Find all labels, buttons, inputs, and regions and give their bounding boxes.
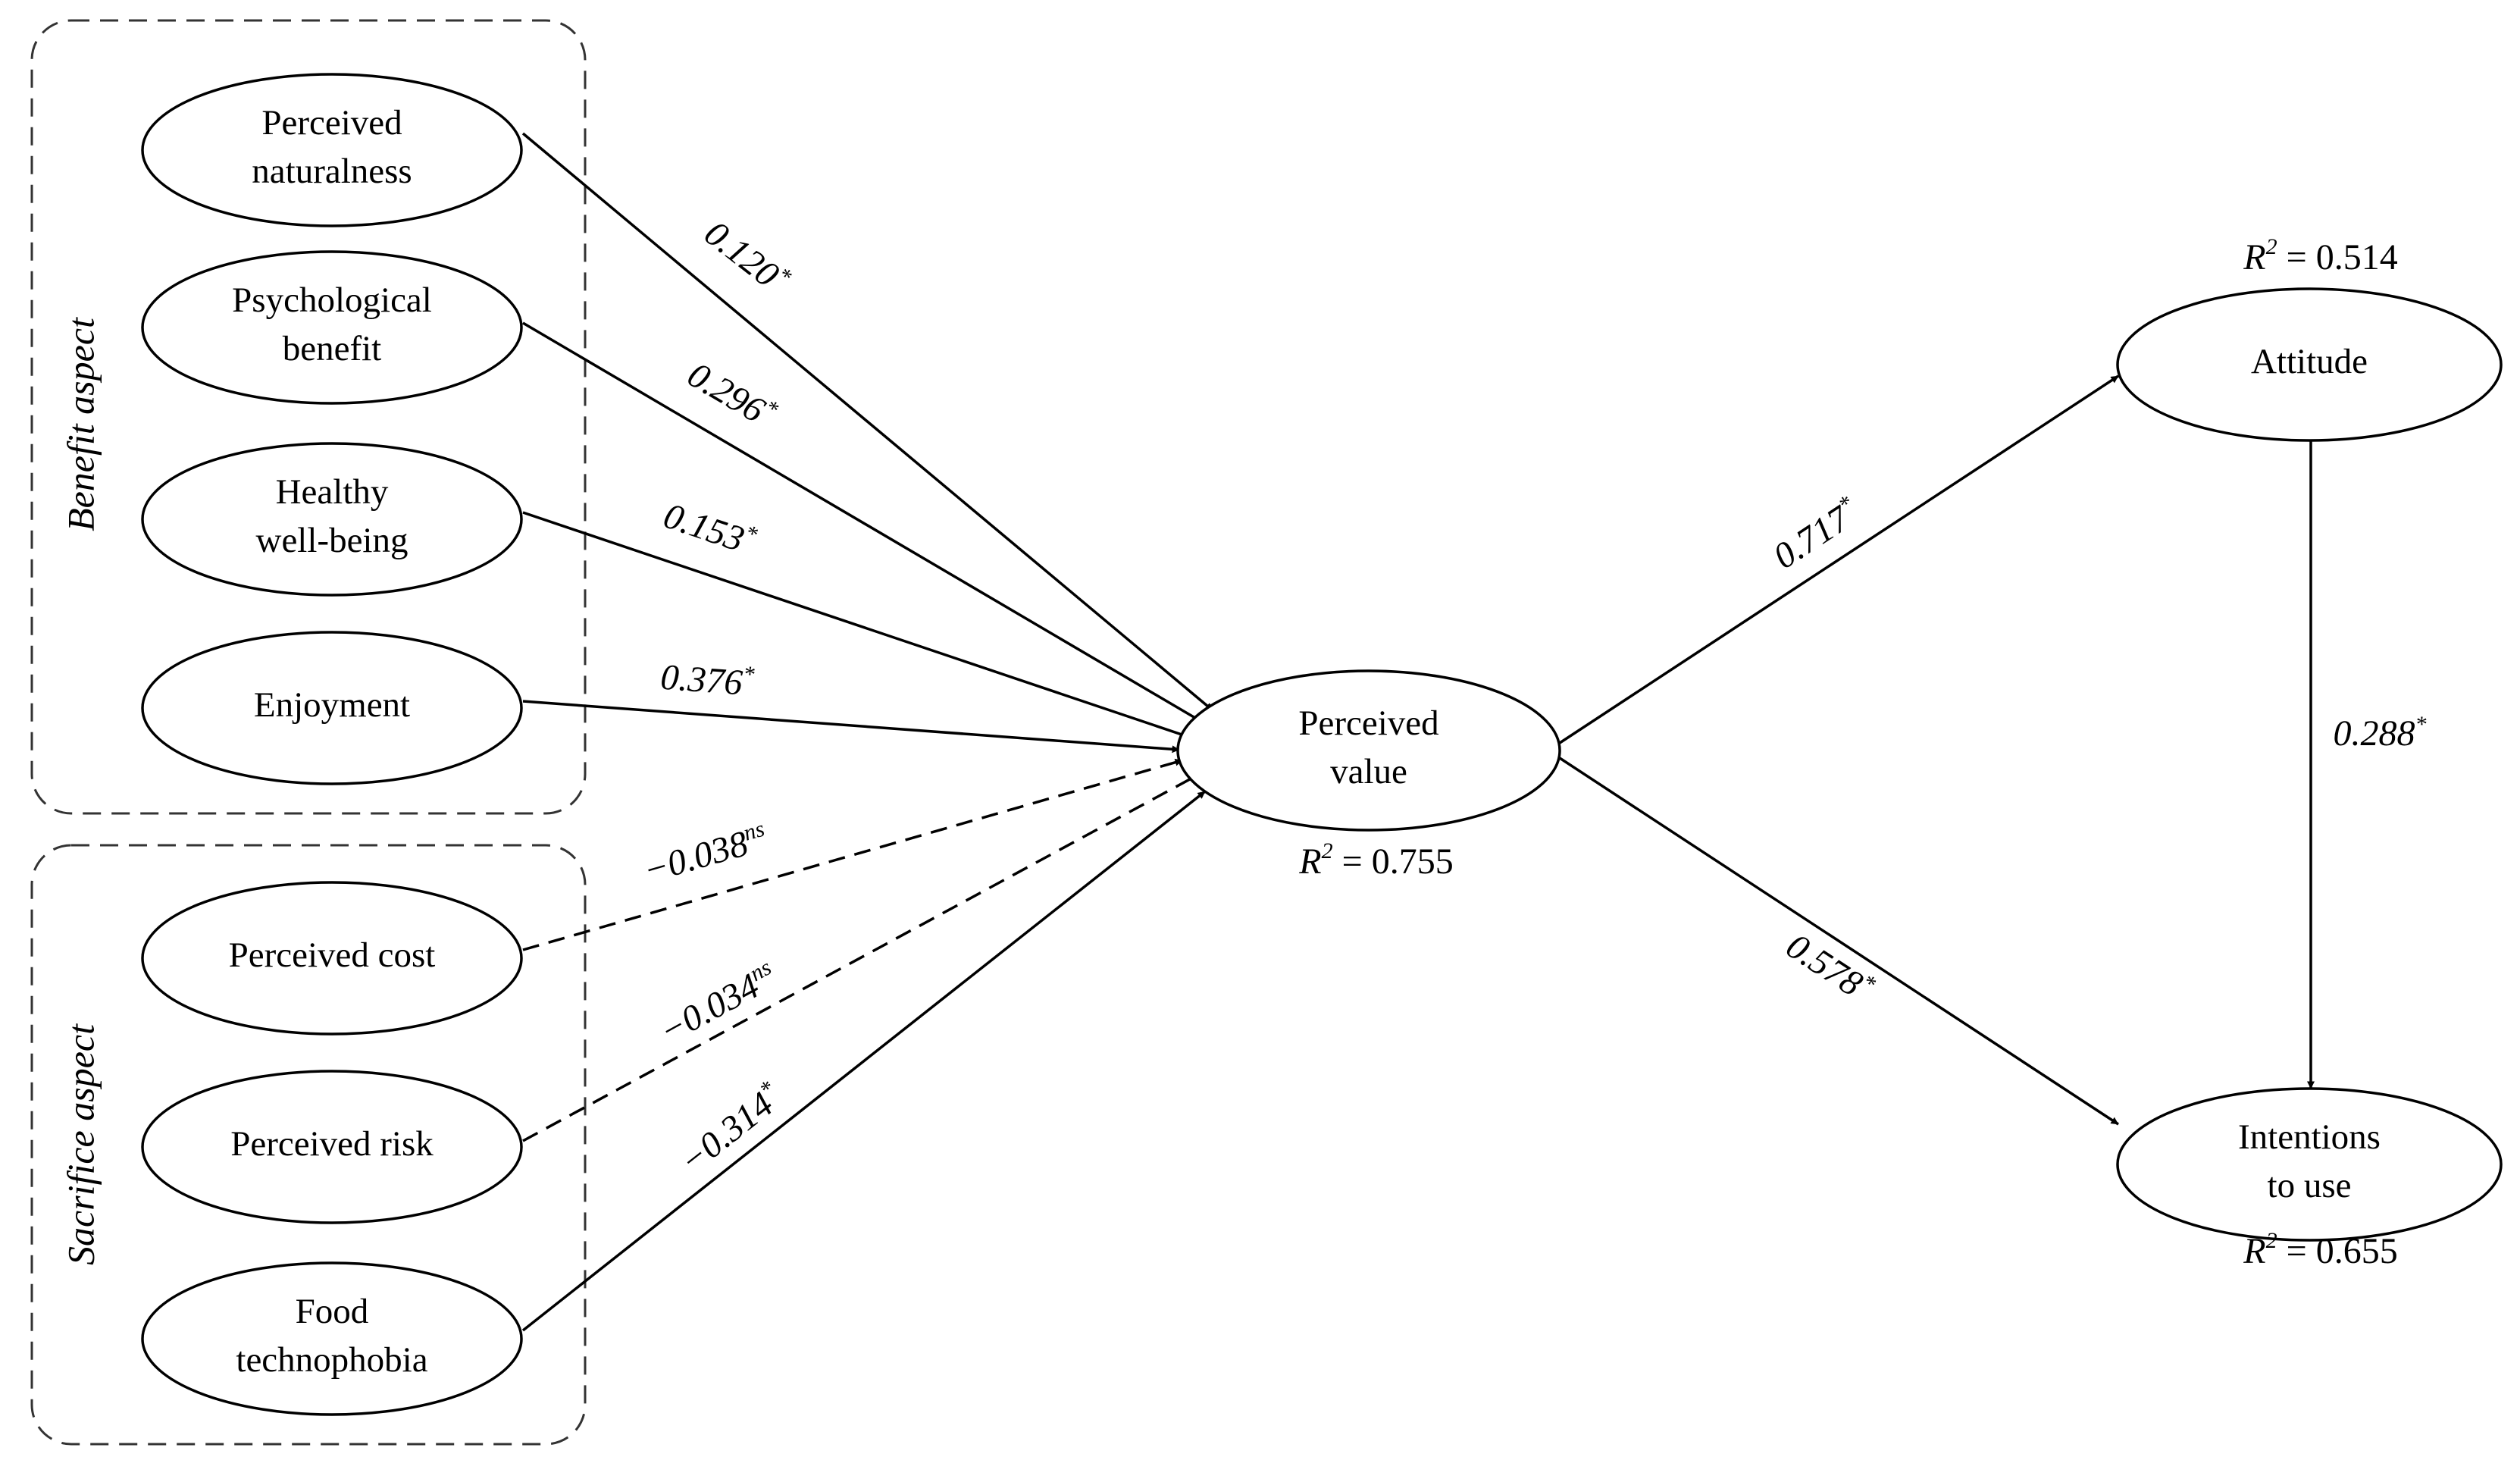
significance-marker: * — [742, 662, 755, 688]
node-perceived-value: Perceived value — [1176, 669, 1561, 832]
node-perceived-risk: Perceived risk — [141, 1070, 523, 1224]
node-enjoyment: Enjoyment — [141, 631, 523, 785]
node-perceived-value-label: value — [1330, 752, 1407, 791]
coefficient-perceived-risk-to-perceived-value: −0.034ns — [653, 954, 784, 1051]
node-food-technophobia-label: technophobia — [236, 1340, 427, 1380]
node-healthy-well-being-ellipse — [141, 442, 523, 597]
node-food-technophobia-label: Food — [296, 1292, 369, 1331]
node-healthy-well-being-label: Healthy — [276, 472, 389, 512]
path-healthy-well-being-to-perceived-value — [522, 511, 1201, 742]
node-perceived-risk-ellipse — [141, 1070, 523, 1224]
node-psychological-benefit-label: benefit — [283, 329, 382, 368]
path-perceived-risk-to-perceived-value — [522, 774, 1197, 1142]
node-perceived-naturalness-label: naturalness — [252, 152, 412, 191]
node-perceived-naturalness-ellipse — [141, 73, 523, 227]
group-benefit-box — [30, 19, 587, 815]
r-squared-symbol: R — [2243, 1231, 2265, 1271]
node-psychological-benefit-label: Psychological — [232, 280, 432, 320]
r-squared-attitude: R2 = 0.514 — [2243, 234, 2397, 277]
coefficient-healthy-well-being-to-perceived-value: 0.153* — [659, 494, 760, 563]
group-sacrifice-label: Sacrifice aspect — [59, 1023, 102, 1265]
coefficient-perceived-cost-to-perceived-value: −0.038ns — [639, 816, 772, 891]
node-attitude: Attitude — [2116, 287, 2503, 442]
r-squared-value: 0.655 — [2316, 1231, 2398, 1271]
r-squared-power: 2 — [2266, 234, 2277, 259]
path-perceived-value-to-attitude — [1559, 374, 2119, 744]
group-benefit-label: Benefit aspect — [59, 317, 102, 531]
path-perceived-naturalness-to-perceived-value — [521, 132, 1214, 712]
node-intentions-to-use-ellipse — [2116, 1087, 2503, 1242]
path-food-technophobia-to-perceived-value — [521, 790, 1207, 1332]
r-squared-perceived-value: R2 = 0.755 — [1298, 838, 1453, 882]
r-squared-symbol: R — [1298, 841, 1321, 882]
r-squared-equals: = — [2277, 1231, 2316, 1271]
r-squared-equals: = — [1333, 841, 1372, 882]
coefficient-enjoyment-to-perceived-value: 0.376* — [659, 656, 756, 704]
node-healthy-well-being: Healthy well-being — [141, 442, 523, 597]
coefficient-perceived-value-to-intentions-to-use: 0.578* — [1780, 924, 1880, 1010]
coefficient-perceived-naturalness-to-perceived-value: 0.120* — [697, 212, 797, 302]
node-perceived-value-ellipse — [1176, 669, 1561, 832]
node-food-technophobia-ellipse — [141, 1261, 523, 1416]
r-squared-power: 2 — [1322, 838, 1333, 863]
coefficient-value: 0.153 — [659, 496, 749, 560]
group-benefit: Benefit aspect — [30, 19, 587, 815]
coefficient-value: 0.578 — [1780, 926, 1870, 1004]
node-enjoyment-label: Enjoyment — [254, 685, 410, 725]
node-perceived-cost: Perceived cost — [141, 881, 523, 1036]
coefficient-attitude-to-intentions-to-use: 0.288* — [2334, 712, 2427, 754]
path-perceived-value-to-intentions-to-use — [1559, 757, 2119, 1126]
path-perceived-cost-to-perceived-value — [522, 758, 1183, 951]
node-intentions-to-use-label: to use — [2268, 1166, 2352, 1205]
coefficient-value: 0.296 — [681, 355, 772, 431]
node-intentions-to-use: Intentions to use — [2116, 1087, 2503, 1242]
r-squared-value: 0.514 — [2316, 237, 2398, 277]
r-squared-intentions-to-use: R2 = 0.655 — [2243, 1228, 2397, 1271]
node-psychological-benefit-ellipse — [141, 250, 523, 405]
r-squared-equals: = — [2277, 237, 2316, 277]
node-healthy-well-being-label: well-being — [256, 521, 409, 560]
node-perceived-value-label: Perceived — [1298, 703, 1438, 743]
path-psychological-benefit-to-perceived-value — [522, 321, 1209, 727]
node-perceived-cost-label: Perceived cost — [229, 935, 436, 975]
r-squared-value: 0.755 — [1372, 841, 1454, 882]
node-attitude-ellipse — [2116, 287, 2503, 442]
node-psychological-benefit: Psychological benefit — [141, 250, 523, 405]
node-intentions-to-use-label: Intentions — [2238, 1117, 2381, 1157]
node-perceived-cost-ellipse — [141, 881, 523, 1036]
group-sacrifice-box — [30, 844, 587, 1446]
node-perceived-naturalness: Perceived naturalness — [141, 73, 523, 227]
coefficient-value: 0.288 — [2334, 713, 2415, 754]
coefficient-perceived-value-to-attitude: 0.717* — [1765, 490, 1866, 576]
r-squared-power: 2 — [2266, 1228, 2277, 1253]
group-sacrifice: Sacrifice aspect — [30, 844, 587, 1446]
node-perceived-risk-label: Perceived risk — [230, 1124, 434, 1164]
path-enjoyment-to-perceived-value — [522, 700, 1180, 754]
significance-marker: * — [2415, 712, 2427, 737]
node-food-technophobia: Food technophobia — [141, 1261, 523, 1416]
coefficient-value: −0.038 — [639, 823, 753, 891]
node-perceived-naturalness-label: Perceived — [261, 103, 402, 143]
coefficient-value: −0.314 — [672, 1084, 781, 1182]
node-attitude-label: Attitude — [2251, 342, 2368, 381]
r-squared-symbol: R — [2243, 237, 2265, 277]
coefficient-value: 0.376 — [659, 657, 744, 703]
node-enjoyment-ellipse — [141, 631, 523, 785]
